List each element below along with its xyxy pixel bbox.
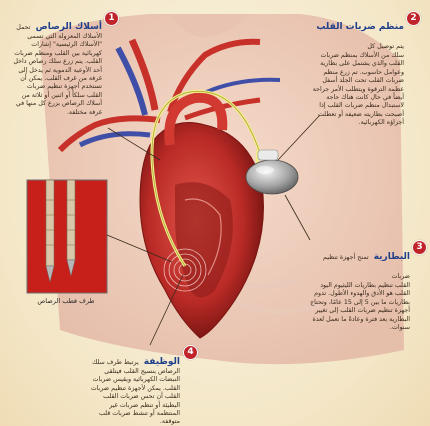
callout-1-title-lead: تحمل	[16, 24, 30, 31]
callout-1-body: الأسلاك المعزولة التي تسمى "الأسلاك الرئ…	[10, 33, 102, 117]
callout-2-body: سلك من الأسلاك بمنظم ضربات القلب والذي ي…	[308, 52, 404, 128]
callout-3-body: القلب تنظيم بطاريات الليثيوم اليود القلب…	[308, 282, 410, 332]
callout-3-title: البطارية	[374, 252, 410, 262]
callout-4-title-lead: يرتبط طرف سلك	[92, 359, 139, 366]
callout-1-title: أسلاك الرصاص	[36, 22, 102, 32]
callout-2-title: منظم ضربات القلب	[316, 22, 404, 32]
callout-1-badge: 1	[104, 11, 119, 26]
callout-3-badge: 3	[412, 240, 427, 255]
callout-4-title-line: الوظيفة يرتبط طرف سلك	[84, 349, 180, 368]
lead-tip-inset	[27, 180, 107, 293]
callout-2-badge: 2	[406, 11, 421, 26]
callout-battery: البطارية تمنح أجهزة تنظيم ضربات القلب تن…	[308, 244, 410, 332]
inset-caption: طرف قطب الرصاص	[26, 297, 106, 305]
callout-lead-wires: أسلاك الرصاص تحمل الأسلاك المعزولة التي …	[10, 14, 102, 117]
callout-4-badge: 4	[183, 345, 198, 360]
callout-4-body: الرصاص بنسيج القلب فيتلقى النبضات الكهرب…	[84, 368, 180, 426]
callout-1-title-line: أسلاك الرصاص تحمل	[10, 14, 102, 33]
callout-4-title: الوظيفة	[144, 357, 180, 367]
callout-3-title-line: البطارية تمنح أجهزة تنظيم ضربات	[308, 244, 410, 282]
callout-2-title-lead: يتم توصيل كل	[367, 43, 404, 50]
callout-pacemaker: منظم ضربات القلب يتم توصيل كل سلك من الأ…	[308, 14, 404, 128]
callout-function: الوظيفة يرتبط طرف سلك الرصاص بنسيج القلب…	[84, 349, 180, 426]
callout-2-title-line: منظم ضربات القلب يتم توصيل كل	[308, 14, 404, 52]
